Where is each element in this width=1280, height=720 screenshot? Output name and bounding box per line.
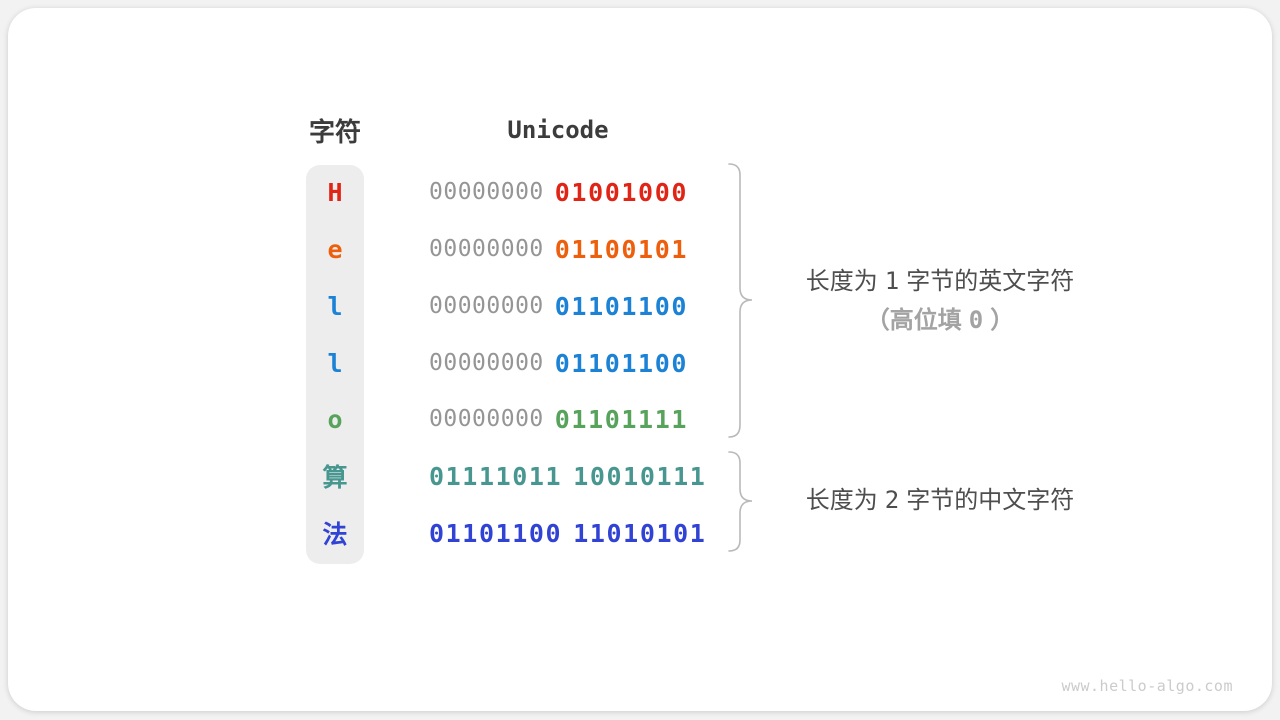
column-header-character: 字符 (308, 117, 361, 148)
table-row: 算 01111011 10010111 (0, 448, 1280, 505)
column-header-unicode: Unicode (507, 116, 609, 144)
table-row: 法 01101100 11010101 (0, 505, 1280, 562)
unicode-bytes: 01111011 10010111 (429, 448, 706, 505)
unicode-bytes: 01101100 11010101 (429, 505, 706, 562)
table-row: l 00000000 01101100 (0, 335, 1280, 392)
byte-low: 01100101 (554, 234, 688, 264)
diagram-card (8, 8, 1272, 711)
character-column-background (306, 165, 364, 564)
byte-high: 01111011 (429, 461, 563, 491)
byte-high: 00000000 (429, 235, 544, 262)
byte-low: 10010111 (573, 461, 707, 491)
unicode-bytes: 00000000 01100101 (429, 221, 688, 278)
character-cell: 法 (322, 520, 348, 549)
character-cell: H (327, 177, 343, 207)
character-cell: 算 (322, 463, 348, 492)
table-row: e 00000000 01100101 (0, 221, 1280, 278)
byte-low: 01101111 (554, 404, 688, 434)
byte-high: 00000000 (429, 349, 544, 376)
unicode-bytes: 00000000 01001000 (429, 164, 688, 221)
unicode-bytes: 00000000 01101100 (429, 278, 688, 335)
byte-high: 00000000 (429, 405, 544, 432)
character-cell: l (327, 348, 343, 378)
character-cell: e (327, 234, 343, 264)
unicode-bytes: 00000000 01101111 (429, 391, 688, 448)
byte-high: 01101100 (429, 518, 563, 548)
byte-high: 00000000 (429, 178, 544, 205)
table-row: o 00000000 01101111 (0, 391, 1280, 448)
character-cell: l (327, 291, 343, 321)
byte-high: 00000000 (429, 292, 544, 319)
unicode-bytes: 00000000 01101100 (429, 335, 688, 392)
byte-low: 11010101 (573, 518, 707, 548)
character-cell: o (327, 404, 343, 434)
table-row: l 00000000 01101100 (0, 278, 1280, 335)
byte-low: 01001000 (554, 177, 688, 207)
byte-low: 01101100 (554, 348, 688, 378)
website-watermark: www.hello-algo.com (1061, 677, 1233, 695)
table-row: H 00000000 01001000 (0, 164, 1280, 221)
byte-low: 01101100 (554, 291, 688, 321)
